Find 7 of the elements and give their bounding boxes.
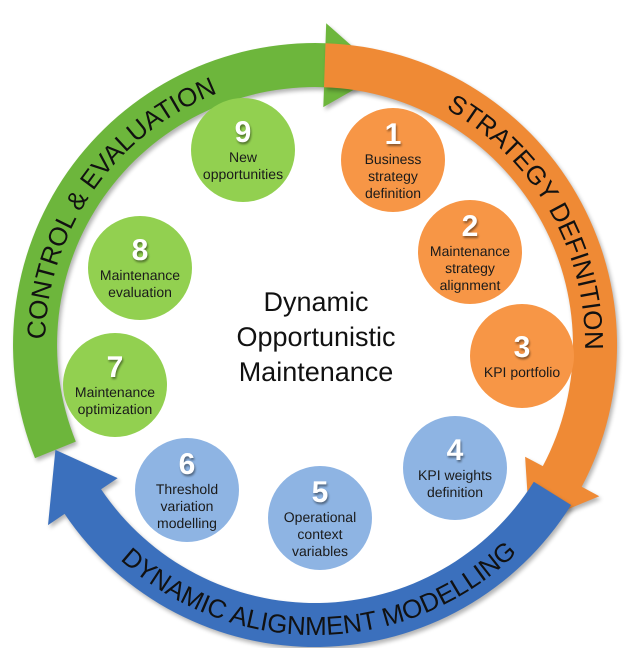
step-label: KPI weights definition: [417, 467, 493, 501]
step-label: Maintenance optimization: [74, 384, 156, 418]
step-number: 1: [384, 118, 402, 150]
step-label: KPI portfolio: [484, 364, 560, 380]
step-number: 9: [234, 117, 252, 149]
step-number: 7: [106, 352, 124, 384]
step-label: Threshold variation modelling: [154, 480, 220, 532]
